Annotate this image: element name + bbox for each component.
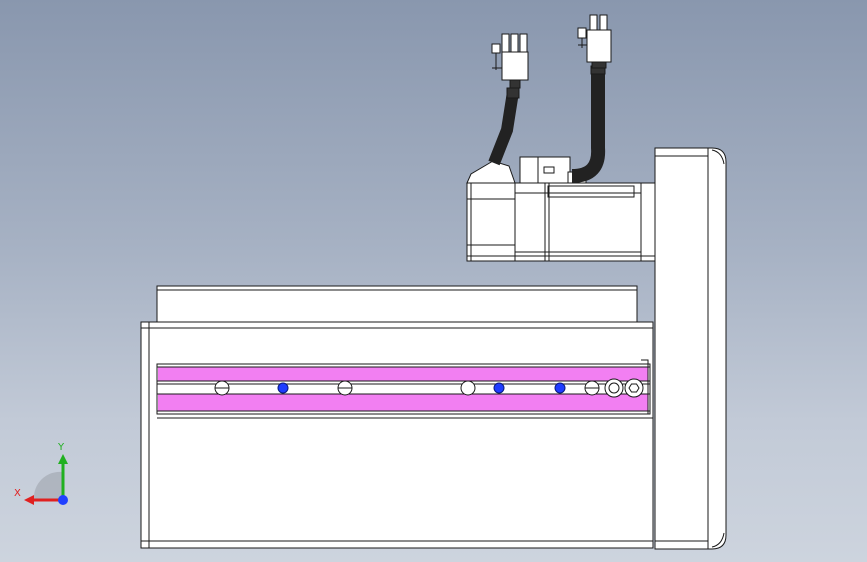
slot-fasteners <box>214 378 644 398</box>
axis-plane <box>33 471 63 500</box>
actuator-body <box>140 321 654 549</box>
end-block <box>654 147 727 550</box>
top-cover-plate <box>156 285 638 323</box>
y-axis-label: Y <box>57 442 65 453</box>
y-axis-arrow <box>58 454 68 500</box>
axis-triad: X Y <box>14 442 68 505</box>
motor-cable-2 <box>571 14 612 183</box>
z-axis-dot <box>58 495 68 505</box>
servo-motor <box>466 156 656 262</box>
x-axis-label: X <box>14 488 21 499</box>
motor-cable-1 <box>488 33 529 166</box>
guide-slot <box>156 359 651 415</box>
